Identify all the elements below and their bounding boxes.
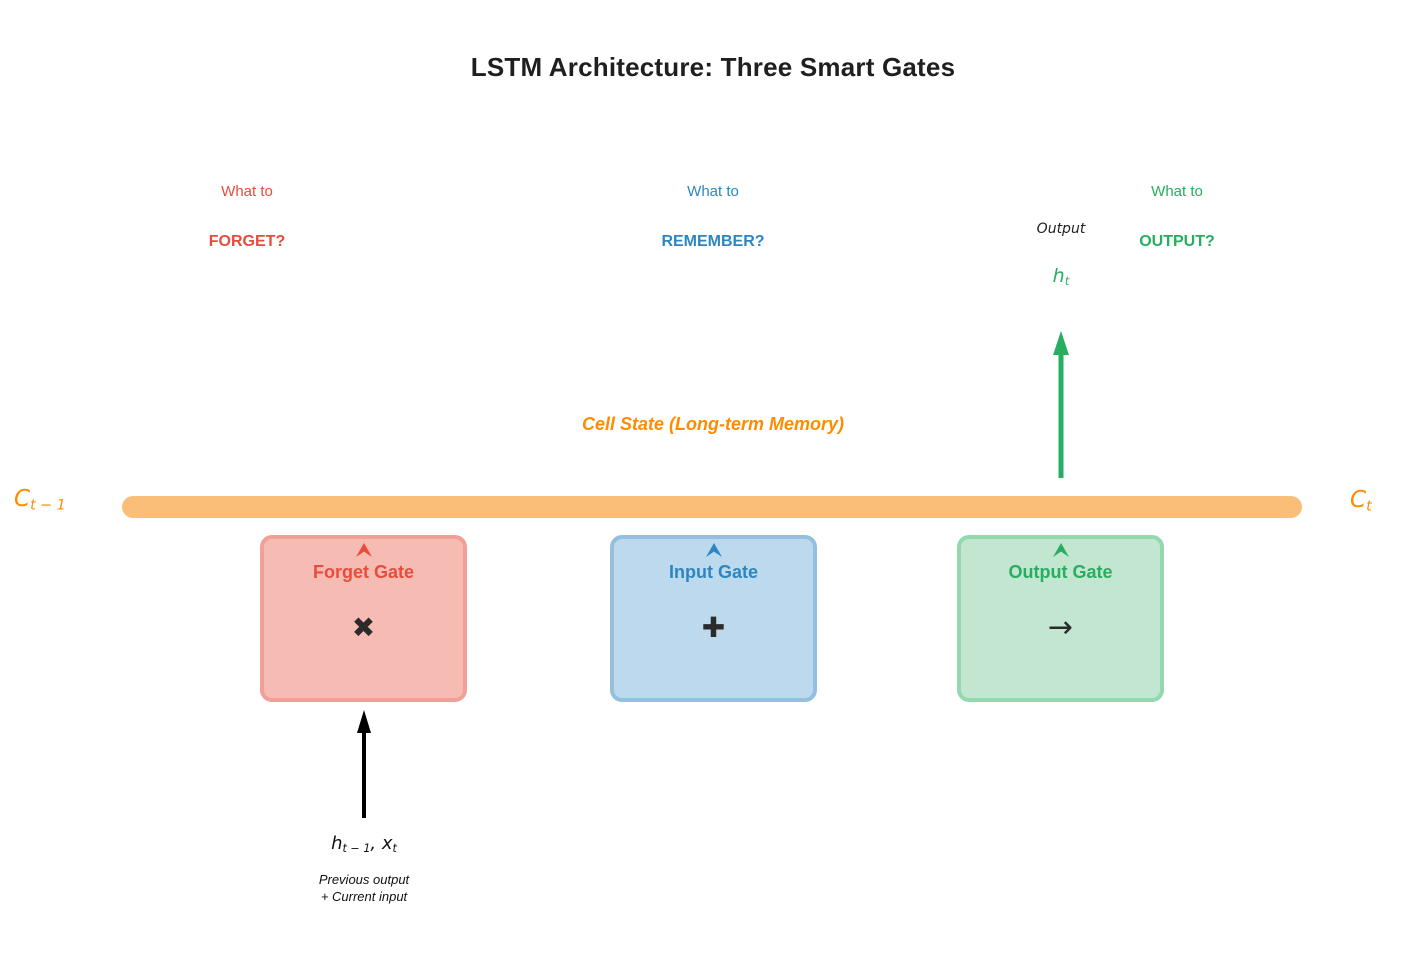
cell-state-prev-sub: t − 1 (30, 497, 66, 514)
output-question: What to OUTPUT? (1027, 182, 1327, 252)
diagram-title: LSTM Architecture: Three Smart Gates (470, 52, 956, 82)
cell-state-next-label: Ct (1350, 487, 1372, 515)
remember-question-line1: What to (687, 183, 739, 200)
forget-question-line1: What to (221, 183, 273, 200)
input-desc-line2: + Current input (320, 888, 408, 904)
output-question-line2: OUTPUT? (1139, 233, 1215, 250)
output-question-line1: What to (1151, 183, 1203, 200)
output-gate-arrowhead-icon (1052, 543, 1069, 557)
forget-gate-arrowhead-icon (355, 543, 372, 557)
cell-state-next-sub: t (1366, 498, 1372, 515)
input-gate-label: Input Gate (669, 562, 758, 582)
input-formula-x-sub: t (392, 841, 397, 855)
output-flow-label: Output (1036, 221, 1086, 237)
hidden-state-base: h (1052, 265, 1065, 287)
input-gate-box: Input Gate ✚ (610, 535, 817, 702)
input-formula-x: x (381, 833, 393, 854)
forget-question-line2: FORGET? (208, 233, 286, 250)
multiply-icon: ✖ (351, 611, 376, 644)
input-up-arrow-icon (357, 710, 371, 818)
input-formula-separator: , (370, 833, 382, 854)
hidden-state-sub: t (1064, 273, 1070, 288)
hidden-state-label: ht (961, 265, 1161, 288)
forget-gate-label: Forget Gate (312, 562, 414, 582)
input-formula: ht − 1, xt (214, 831, 514, 862)
arrow-right-icon: → (1047, 610, 1074, 645)
output-gate-box: Output Gate → (957, 535, 1164, 702)
input-flow-text: ht − 1, xt Previous output + Current inp… (214, 831, 514, 905)
cell-state-label: Cell State (Long-term Memory) (581, 414, 845, 434)
cell-state-prev-base: C (14, 486, 31, 512)
input-formula-h: h (331, 833, 343, 854)
input-gate-arrowhead-icon (705, 543, 722, 557)
forget-gate-box: Forget Gate ✖ (260, 535, 467, 702)
input-desc-line1: Previous output (318, 871, 410, 887)
plus-icon: ✚ (701, 611, 726, 644)
forget-question: What to FORGET? (97, 182, 397, 252)
input-formula-h-sub: t − 1 (342, 841, 371, 855)
remember-question: What to REMEMBER? (0, 182, 1426, 252)
cell-state-bar (122, 496, 1302, 518)
output-gate-label: Output Gate (1008, 562, 1113, 582)
output-up-arrow-icon (1053, 331, 1069, 478)
remember-question-line2: REMEMBER? (661, 233, 765, 250)
cell-state-prev-label: Ct − 1 (14, 486, 66, 514)
cell-state-next-base: C (1350, 487, 1367, 513)
